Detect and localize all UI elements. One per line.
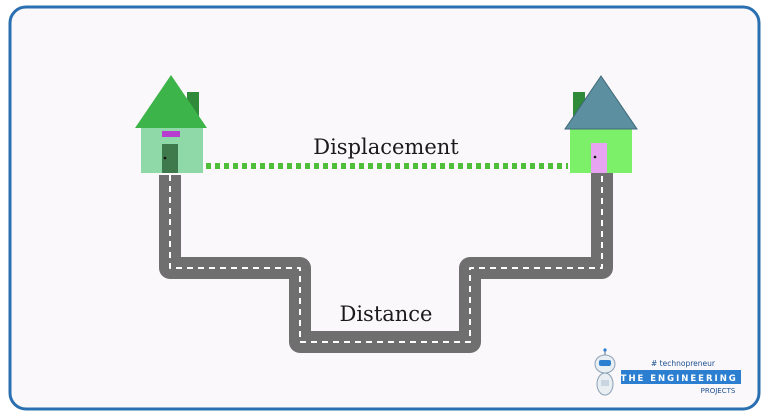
logo-hashtag: # technopreneur: [651, 359, 716, 368]
logo-projects: PROJECTS: [701, 387, 736, 395]
right-house-door: [591, 143, 607, 173]
robot-mascot-icon: [594, 348, 616, 396]
distance-label: Distance: [339, 302, 432, 326]
displacement-label: Displacement: [313, 135, 459, 159]
right-house-door-knob: [593, 155, 597, 159]
logo-the: THE: [621, 374, 646, 384]
distance-road: [159, 172, 613, 353]
left-house-door-knob: [163, 156, 167, 160]
logo-band: [621, 370, 741, 384]
road-center-line: [169, 172, 603, 343]
left-house-door: [162, 144, 178, 173]
engineering-projects-logo: # technopreneur THE ENGINEERING PROJECTS: [594, 348, 741, 396]
left-house-roof: [135, 75, 207, 128]
left-house-sign: [162, 131, 180, 137]
right-house-roof: [564, 75, 638, 130]
logo-engineering: ENGINEERING: [650, 374, 738, 384]
right-house: [564, 75, 638, 173]
left-house: [135, 75, 207, 173]
